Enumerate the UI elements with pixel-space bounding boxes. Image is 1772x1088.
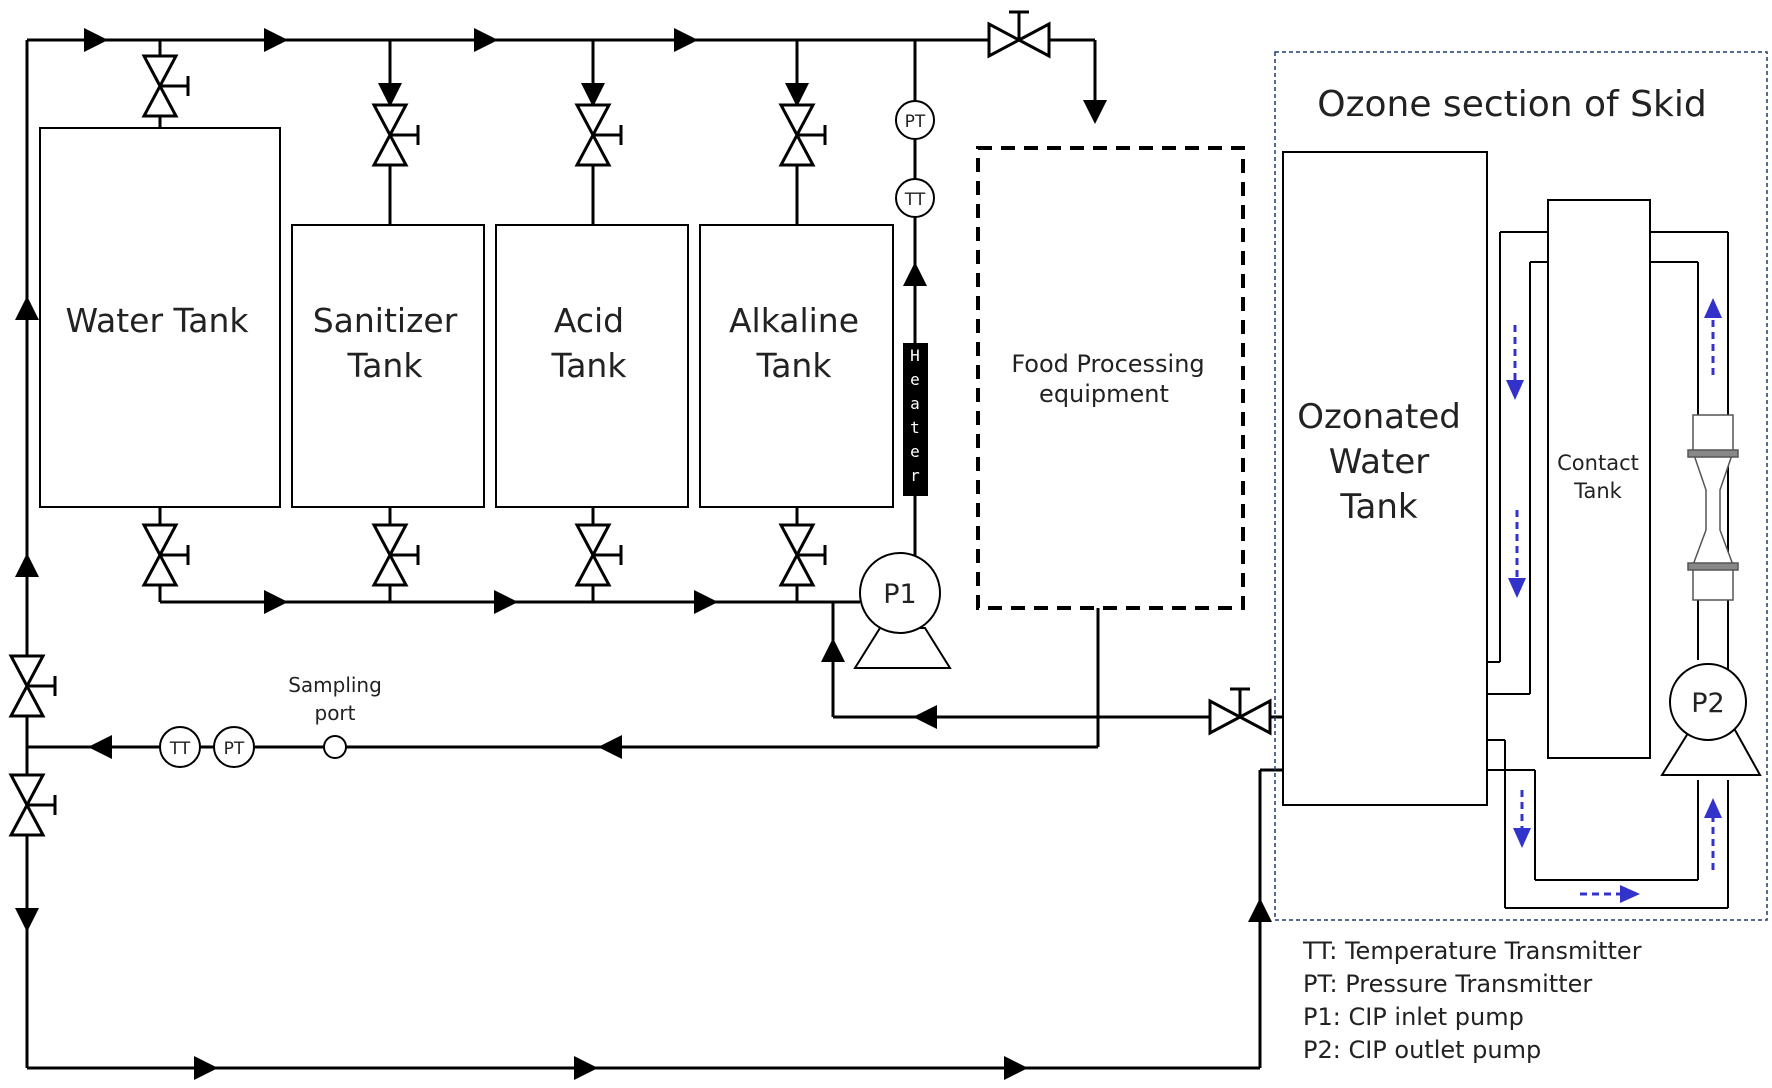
- valve-sanitizer-tank-inlet[interactable]: [371, 103, 420, 167]
- heater-letter: H: [910, 346, 920, 365]
- valves: [8, 10, 1272, 837]
- pump-p2[interactable]: P2: [1660, 663, 1762, 776]
- pump-p1[interactable]: P1: [853, 552, 952, 669]
- ozonated-water-tank: [1282, 151, 1488, 806]
- ozonated-tank-label-line3: Tank: [1339, 487, 1418, 527]
- flow-arrow-right: [1580, 885, 1640, 903]
- sanitizer-tank-label-line2: Tank: [347, 346, 424, 385]
- pt-riser-label: PT: [905, 112, 926, 132]
- tt-riser-label: TT: [904, 190, 926, 210]
- flow-arrow-up: [1704, 298, 1722, 375]
- valve-food-processing-inlet[interactable]: [987, 10, 1051, 59]
- pump-p2-label: P2: [1691, 688, 1724, 719]
- venturi: [1687, 414, 1739, 601]
- flow-arrow-down: [1506, 325, 1524, 400]
- water-tank-label: Water Tank: [66, 301, 250, 340]
- acid-tank-label-line2: Tank: [551, 346, 628, 385]
- ozone-section-border: [1274, 51, 1768, 921]
- ozonated-tank-label-line1: Ozonated: [1297, 397, 1461, 437]
- pt-riser: PT: [895, 100, 935, 140]
- ozone-piping: [1487, 231, 1729, 909]
- valve-acid-tank-outlet[interactable]: [574, 523, 623, 587]
- pump-p1-label: P1: [883, 579, 916, 610]
- valve-ozone-return[interactable]: [1208, 687, 1272, 736]
- heater: H e a t e r: [903, 343, 928, 496]
- legend-item: PT: Pressure Transmitter: [1303, 970, 1592, 998]
- ozonated-tank-label-line2: Water: [1329, 442, 1430, 482]
- valve-alkaline-tank-inlet[interactable]: [778, 103, 827, 167]
- pt-return: PT: [213, 726, 255, 768]
- acid-tank-label-line1: Acid: [554, 301, 624, 340]
- valve-acid-tank-inlet[interactable]: [574, 103, 623, 167]
- flow-arrow-down: [1508, 510, 1526, 598]
- legend-item: TT: Temperature Transmitter: [1302, 937, 1642, 965]
- alkaline-tank-label-line2: Tank: [756, 346, 833, 385]
- legend: TT: Temperature Transmitter PT: Pressure…: [1302, 937, 1642, 1064]
- water-tank: [39, 127, 281, 508]
- contact-tank-label-line2: Tank: [1573, 479, 1623, 503]
- tt-return: TT: [159, 726, 201, 768]
- sampling-port-label-line1: Sampling: [288, 673, 382, 697]
- sampling-port-label-line2: port: [315, 701, 356, 725]
- heater-letter: e: [910, 442, 920, 461]
- sanitizer-tank-label-line1: Sanitizer: [313, 301, 458, 340]
- tanks: [39, 127, 894, 508]
- tt-riser: TT: [895, 178, 935, 218]
- valve-left-main-upper[interactable]: [8, 654, 57, 718]
- flow-arrow-up: [1704, 798, 1722, 870]
- valve-water-tank-outlet[interactable]: [141, 523, 190, 587]
- heater-letter: a: [910, 394, 920, 413]
- flow-arrows: [14, 28, 1272, 1080]
- ozone-flow-arrows: [1506, 298, 1722, 903]
- heater-letter: r: [910, 466, 920, 485]
- valve-left-main-lower[interactable]: [8, 773, 57, 837]
- contact-tank: [1547, 199, 1651, 759]
- acid-tank: [495, 224, 689, 508]
- valve-water-tank-inlet[interactable]: [141, 54, 190, 118]
- heater-letter: t: [910, 418, 920, 437]
- sampling-port[interactable]: [323, 735, 347, 759]
- legend-item: P1: CIP inlet pump: [1303, 1003, 1524, 1031]
- contact-tank-label-line1: Contact: [1557, 451, 1639, 475]
- pt-return-label: PT: [224, 739, 245, 759]
- food-processing-equipment: [976, 146, 1245, 610]
- legend-item: P2: CIP outlet pump: [1303, 1036, 1541, 1064]
- valve-sanitizer-tank-outlet[interactable]: [371, 523, 420, 587]
- tt-return-label: TT: [169, 739, 191, 759]
- food-processing-label-line2: equipment: [1039, 380, 1169, 408]
- flow-arrow-down: [1513, 790, 1531, 848]
- heater-letter: e: [910, 370, 920, 389]
- valve-alkaline-tank-outlet[interactable]: [778, 523, 827, 587]
- alkaline-tank: [699, 224, 894, 508]
- food-processing-label-line1: Food Processing: [1011, 350, 1204, 378]
- alkaline-tank-label-line1: Alkaline: [729, 301, 859, 340]
- ozone-section-title: Ozone section of Skid: [1317, 84, 1706, 125]
- sanitizer-tank: [291, 224, 485, 508]
